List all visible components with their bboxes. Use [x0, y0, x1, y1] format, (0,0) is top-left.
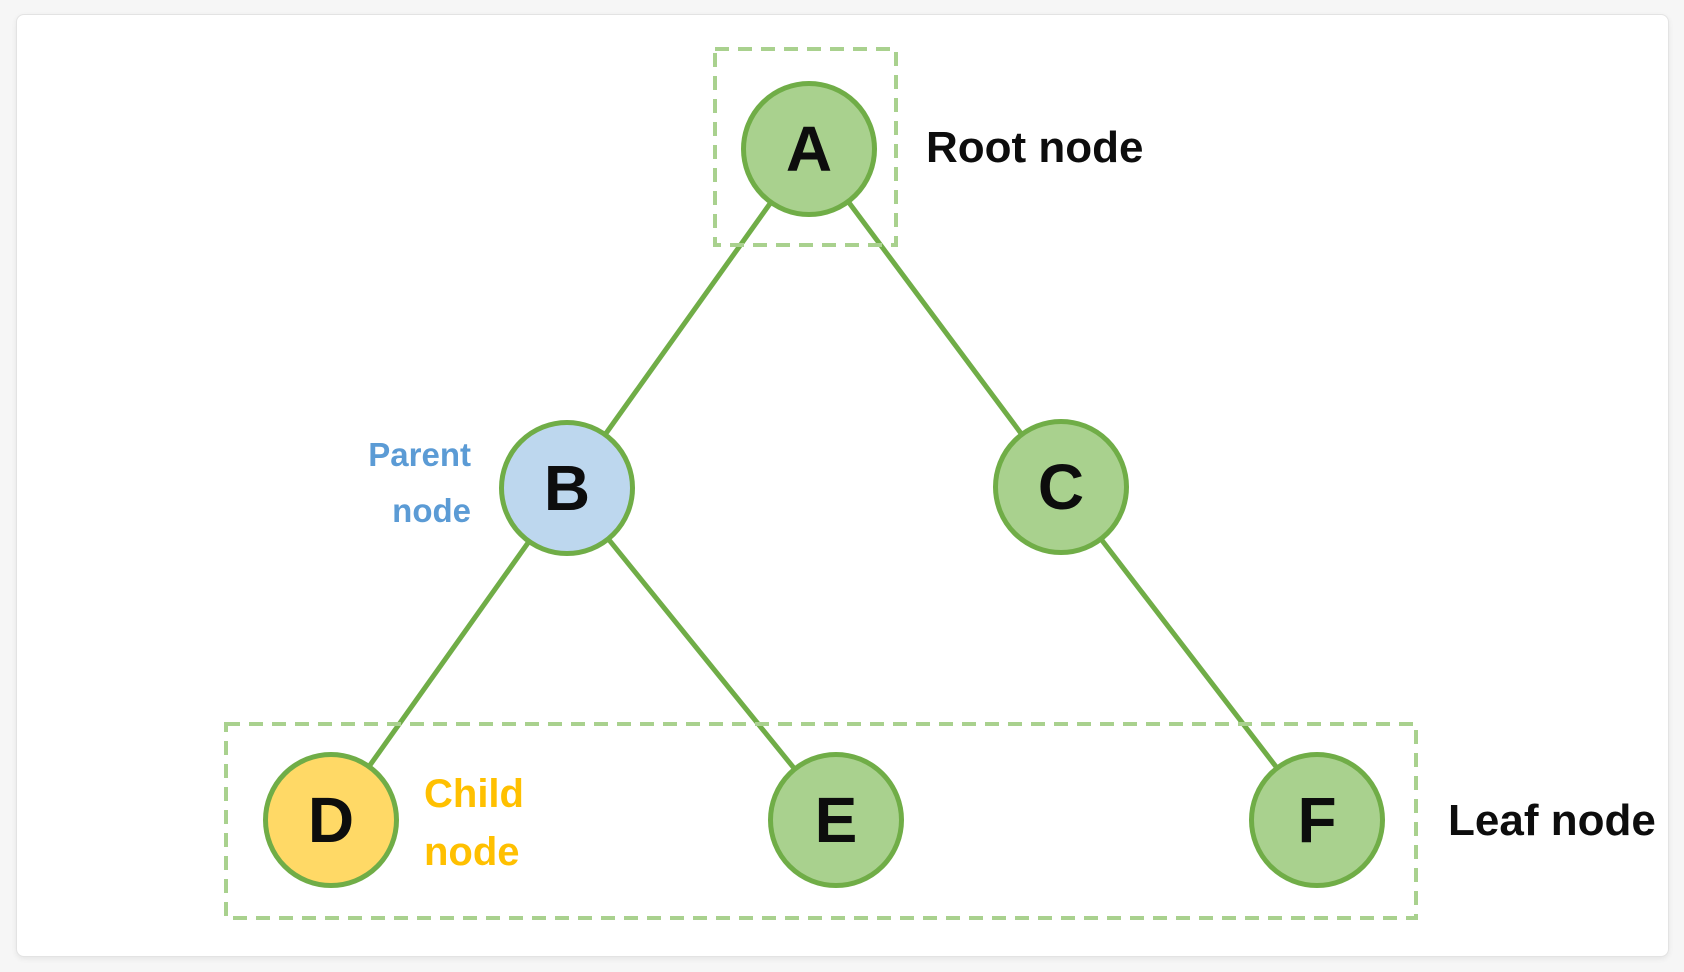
child-node-annotation-line1: Child — [424, 772, 524, 816]
leaf-node-annotation: Leaf node — [1448, 796, 1656, 845]
node-f-label: F — [1297, 784, 1337, 856]
tree-node-c: C — [993, 419, 1129, 555]
tree-node-a: A — [741, 81, 877, 217]
tree-node-d: D — [263, 752, 399, 888]
parent-node-annotation-line2: node — [392, 492, 471, 529]
tree-node-layer: A B C D E F Root node Parent node Child … — [17, 15, 1670, 958]
slide-canvas: A B C D E F Root node Parent node Child … — [16, 14, 1669, 957]
node-a-label: A — [785, 113, 833, 185]
parent-node-annotation-line1: Parent — [368, 436, 471, 473]
child-node-annotation-line2: node — [424, 830, 520, 874]
tree-node-f: F — [1249, 752, 1385, 888]
parent-node-annotation: Parent node — [257, 427, 471, 539]
node-c-label: C — [1037, 451, 1085, 523]
tree-node-e: E — [768, 752, 904, 888]
node-b-label: B — [543, 452, 591, 524]
tree-node-b: B — [499, 420, 635, 556]
node-e-label: E — [814, 784, 858, 856]
node-d-label: D — [307, 784, 355, 856]
root-node-annotation: Root node — [926, 123, 1144, 172]
child-node-annotation: Child node — [424, 765, 524, 881]
